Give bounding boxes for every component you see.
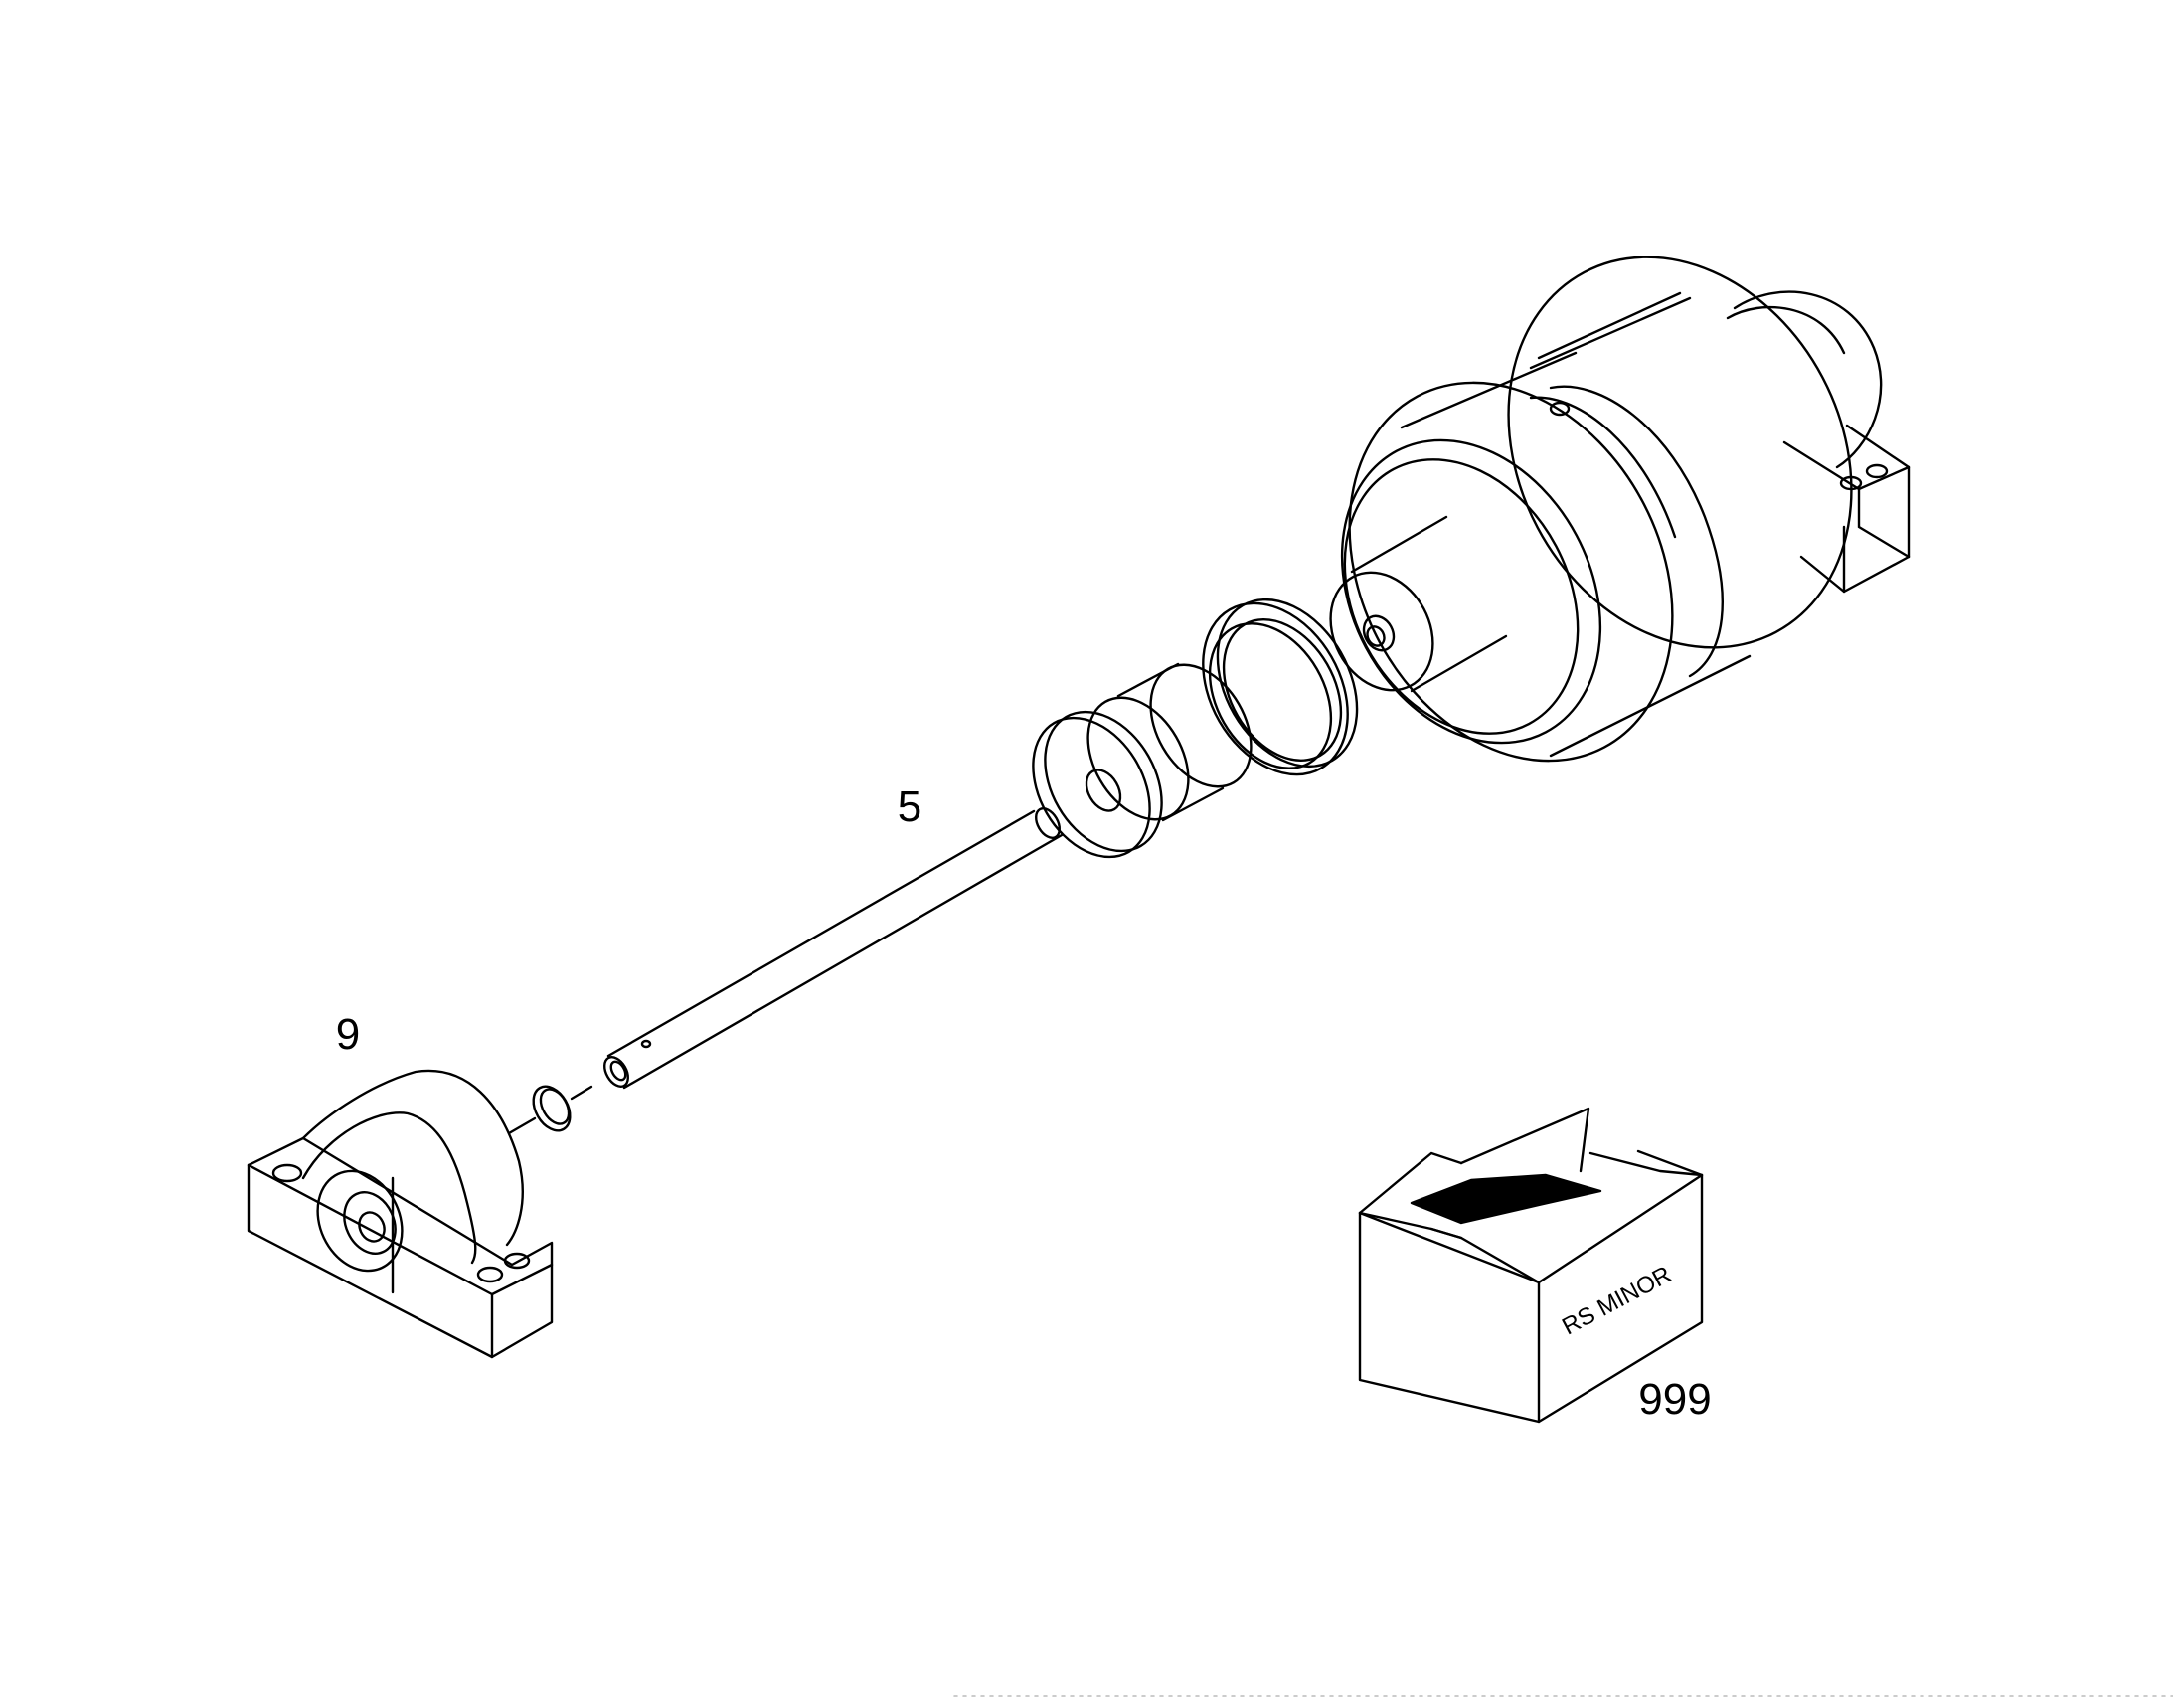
shaft-end — [1329, 515, 1508, 693]
right-bearing-block — [1782, 424, 1911, 594]
o-ring — [507, 1085, 593, 1135]
front-flange — [1340, 381, 1674, 763]
rear-hub — [1726, 290, 1883, 469]
floating-seal-ring — [1202, 598, 1359, 776]
shaft — [603, 807, 1064, 1090]
bushing — [1086, 662, 1253, 822]
thrust-washer — [1032, 710, 1163, 859]
callout-item-5: 5 — [898, 782, 921, 831]
callout-item-9: 9 — [336, 1010, 360, 1059]
left-bearing-block — [247, 1069, 554, 1359]
roller-body — [1400, 351, 1752, 758]
box-label: RS MINOR — [1558, 1261, 1676, 1340]
rear-flange — [1507, 256, 1853, 649]
callout-item-999: 999 — [1638, 1375, 1711, 1424]
roller-assembly — [1329, 256, 1911, 763]
